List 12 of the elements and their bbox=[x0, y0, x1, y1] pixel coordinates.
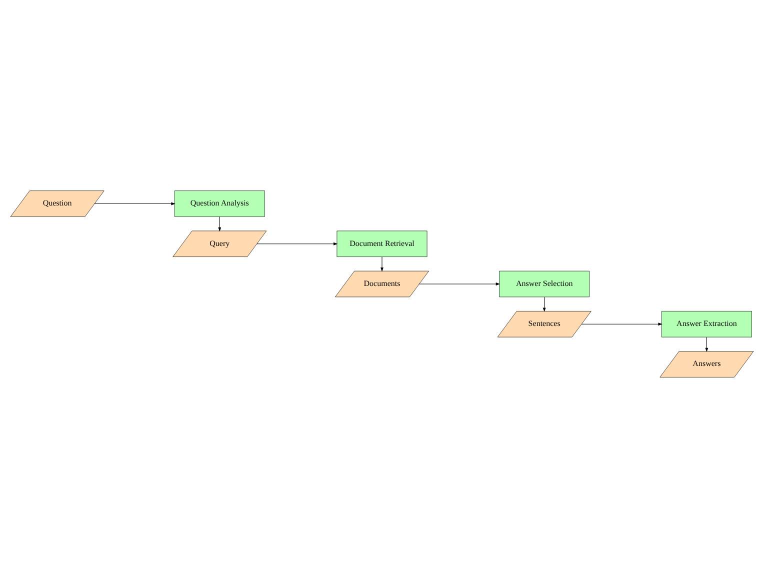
arrow bbox=[705, 336, 708, 352]
node-box: Answer Selection bbox=[499, 270, 590, 297]
arrow bbox=[581, 322, 662, 326]
arrow bbox=[380, 256, 384, 272]
arrow bbox=[419, 282, 500, 285]
arrow bbox=[256, 242, 338, 245]
node-box: Answer Extraction bbox=[661, 310, 752, 337]
arrow bbox=[218, 216, 222, 232]
arrow bbox=[94, 202, 176, 205]
arrow bbox=[542, 296, 546, 312]
node-box: Question Analysis bbox=[174, 190, 265, 216]
node-box: Document Retrieval bbox=[336, 230, 428, 256]
